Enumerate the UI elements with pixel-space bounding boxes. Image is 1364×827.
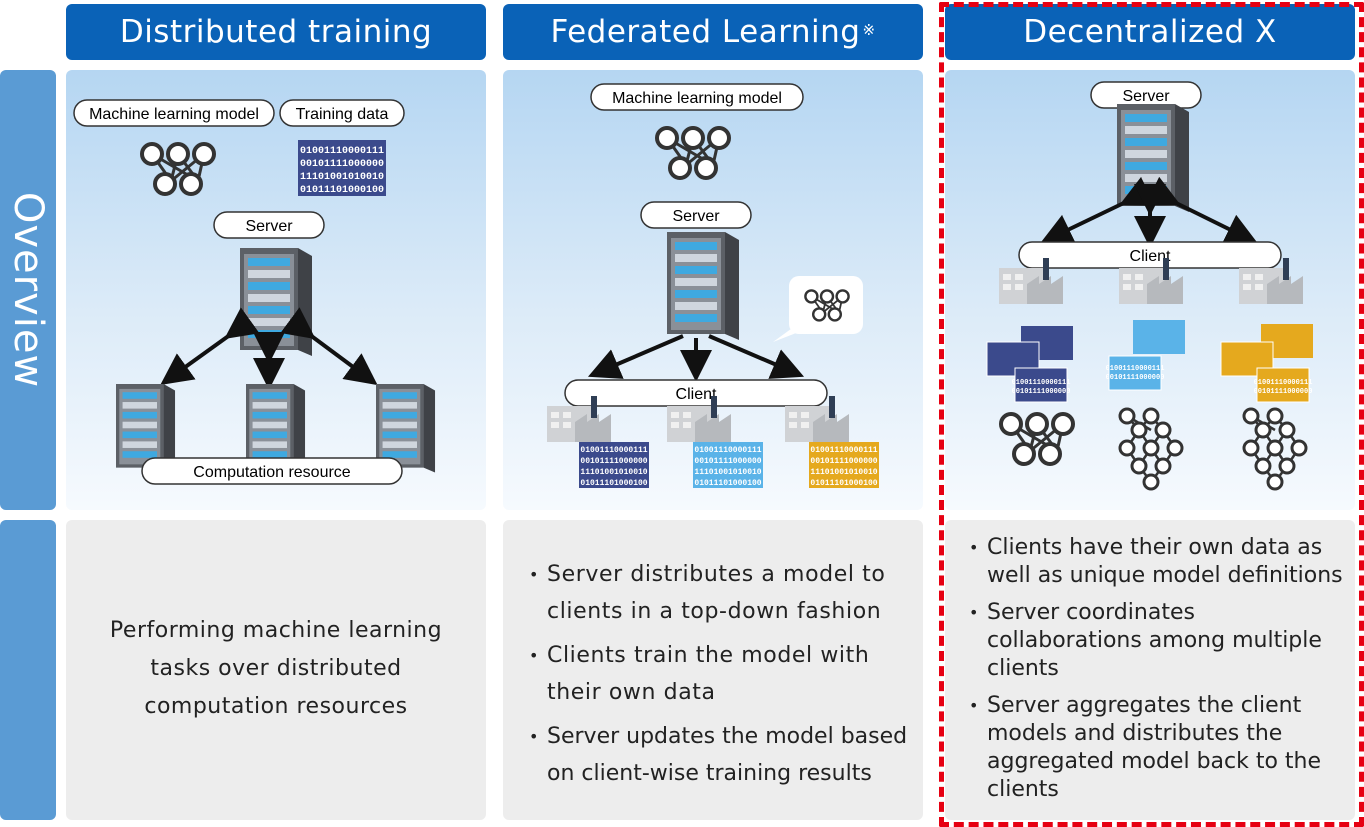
server-label-pill <box>640 201 752 229</box>
client-label: Client <box>676 386 717 403</box>
svg-text:00101111000000: 00101111000000 <box>1106 374 1165 382</box>
bullet-item: Clients have their own data as well as u… <box>969 534 1349 590</box>
bullet-item: Server coordinates collaborations among … <box>969 599 1349 683</box>
resource-label-pill <box>141 457 403 485</box>
server-icon <box>240 248 312 356</box>
bullet-item: Clients train the model with their own d… <box>529 637 909 711</box>
server-label: Server <box>1122 88 1170 105</box>
svg-text:01011101000100: 01011101000100 <box>694 479 761 488</box>
bullet-item: Server distributes a model to clients in… <box>529 556 909 630</box>
client-data-stack: 01001110000111 00101111000000 <box>986 326 1073 403</box>
svg-text:01001110000111: 01001110000111 <box>580 446 647 455</box>
binary-line: 01001110000111 <box>300 146 384 157</box>
svg-text:11101001010010: 11101001010010 <box>810 468 877 477</box>
svg-text:01001110000111: 01001110000111 <box>1012 379 1071 387</box>
down-arrow-icon <box>587 334 684 379</box>
header-distributed-training: Distributed training <box>66 4 486 60</box>
resource-label: Computation resource <box>193 464 351 481</box>
bullet-item: Server aggregates the client models and … <box>969 692 1349 804</box>
server-label-pill <box>213 211 325 239</box>
svg-text:00101111000000: 00101111000000 <box>1012 388 1071 396</box>
client-data-block: 01001110000111 00101111000000 1110100101… <box>579 442 649 488</box>
bullet-item: Server updates the model based on client… <box>529 718 909 792</box>
footnote-mark: ※ <box>862 21 876 39</box>
description-line: tasks over distributed <box>150 656 402 681</box>
federated-overview-panel: Machine learning model Server Client 010… <box>503 70 923 510</box>
model-label-pill <box>590 83 804 111</box>
client-data-block: 01001110000111 00101111000000 1110100101… <box>693 442 763 488</box>
description-line: computation resources <box>144 694 408 719</box>
decentralized-highlight-border <box>939 2 1364 827</box>
description-line: Performing machine learning <box>109 618 443 643</box>
decentralized-overview-panel: Server Client 01001110000111 00101111000… <box>945 70 1355 510</box>
svg-text:00101111000000: 00101111000000 <box>694 457 761 466</box>
svg-text:01001110000111: 01001110000111 <box>1106 365 1165 373</box>
decentralized-bullet-list: Clients have their own data as well as u… <box>969 534 1349 813</box>
double-arrow-icon <box>280 307 378 386</box>
distributed-overview-panel: Machine learning model Training data 010… <box>66 70 486 510</box>
decentralized-description: Clients have their own data as well as u… <box>945 520 1355 820</box>
svg-text:11101001010010: 11101001010010 <box>694 468 761 477</box>
server-icon <box>667 232 739 340</box>
client-data-stack: 01001110000111 00101111000000 <box>1106 320 1185 391</box>
down-arrow-icon <box>708 334 805 379</box>
svg-text:00101111000000: 00101111000000 <box>1254 388 1313 396</box>
distributed-diagram: Machine learning model Training data 010… <box>73 99 436 485</box>
data-label: Training data <box>296 106 389 123</box>
binary-line: 11101001010010 <box>300 172 384 183</box>
server-label: Server <box>672 208 720 225</box>
neural-network-icon <box>655 126 731 180</box>
svg-text:01001110000111: 01001110000111 <box>694 446 761 455</box>
distributed-description: Performing machine learning tasks over d… <box>66 520 486 820</box>
svg-text:01001110000111: 01001110000111 <box>810 446 877 455</box>
federated-bullet-list: Server distributes a model to clients in… <box>529 556 909 799</box>
double-arrow-icon <box>1040 176 1155 244</box>
svg-text:00101111000000: 00101111000000 <box>580 457 647 466</box>
svg-text:01011101000100: 01011101000100 <box>810 479 877 488</box>
client-label: Client <box>1130 248 1171 265</box>
header-distributed-label: Distributed training <box>119 14 433 50</box>
header-federated-label: Federated Learning <box>550 14 861 50</box>
model-label: Machine learning model <box>89 106 259 123</box>
svg-text:01001110000111: 01001110000111 <box>1254 379 1313 387</box>
header-federated-learning: Federated Learning※ <box>503 4 923 60</box>
double-arrow-icon <box>1144 176 1258 244</box>
description-side-bar <box>0 520 56 820</box>
client-data-block: 01001110000111 00101111000000 1110100101… <box>809 442 879 488</box>
training-data-block: 01001110000111 00101111000000 1110100101… <box>298 140 386 196</box>
svg-text:00101111000000: 00101111000000 <box>810 457 877 466</box>
federated-description: Server distributes a model to clients in… <box>503 520 923 820</box>
overview-label-text: Overview <box>5 191 52 389</box>
svg-text:01011101000100: 01011101000100 <box>580 479 647 488</box>
decentralized-diagram: Server Client 01001110000111 00101111000… <box>986 81 1313 491</box>
server-label: Server <box>245 218 293 235</box>
header-decentralized-x: Decentralized X <box>945 4 1355 60</box>
overview-side-bar <box>0 70 56 510</box>
svg-text:11101001010010: 11101001010010 <box>580 468 647 477</box>
double-arrow-icon <box>160 307 260 386</box>
model-label-pill <box>73 99 275 127</box>
header-decentralized-label: Decentralized X <box>1023 14 1277 50</box>
overview-side-label: Overview <box>0 70 56 510</box>
model-speech-bubble <box>773 276 863 342</box>
distributed-description-text: Performing machine learning tasks over d… <box>66 612 486 726</box>
binary-line: 01011101000100 <box>300 185 384 196</box>
neural-network-icon <box>140 142 216 196</box>
binary-line: 00101111000000 <box>300 159 384 170</box>
model-label: Machine learning model <box>612 90 782 107</box>
data-label-pill <box>279 99 405 127</box>
client-data-stack: 01001110000111 00101111000000 <box>1220 324 1313 403</box>
federated-diagram: Machine learning model Server Client 010… <box>547 83 879 488</box>
